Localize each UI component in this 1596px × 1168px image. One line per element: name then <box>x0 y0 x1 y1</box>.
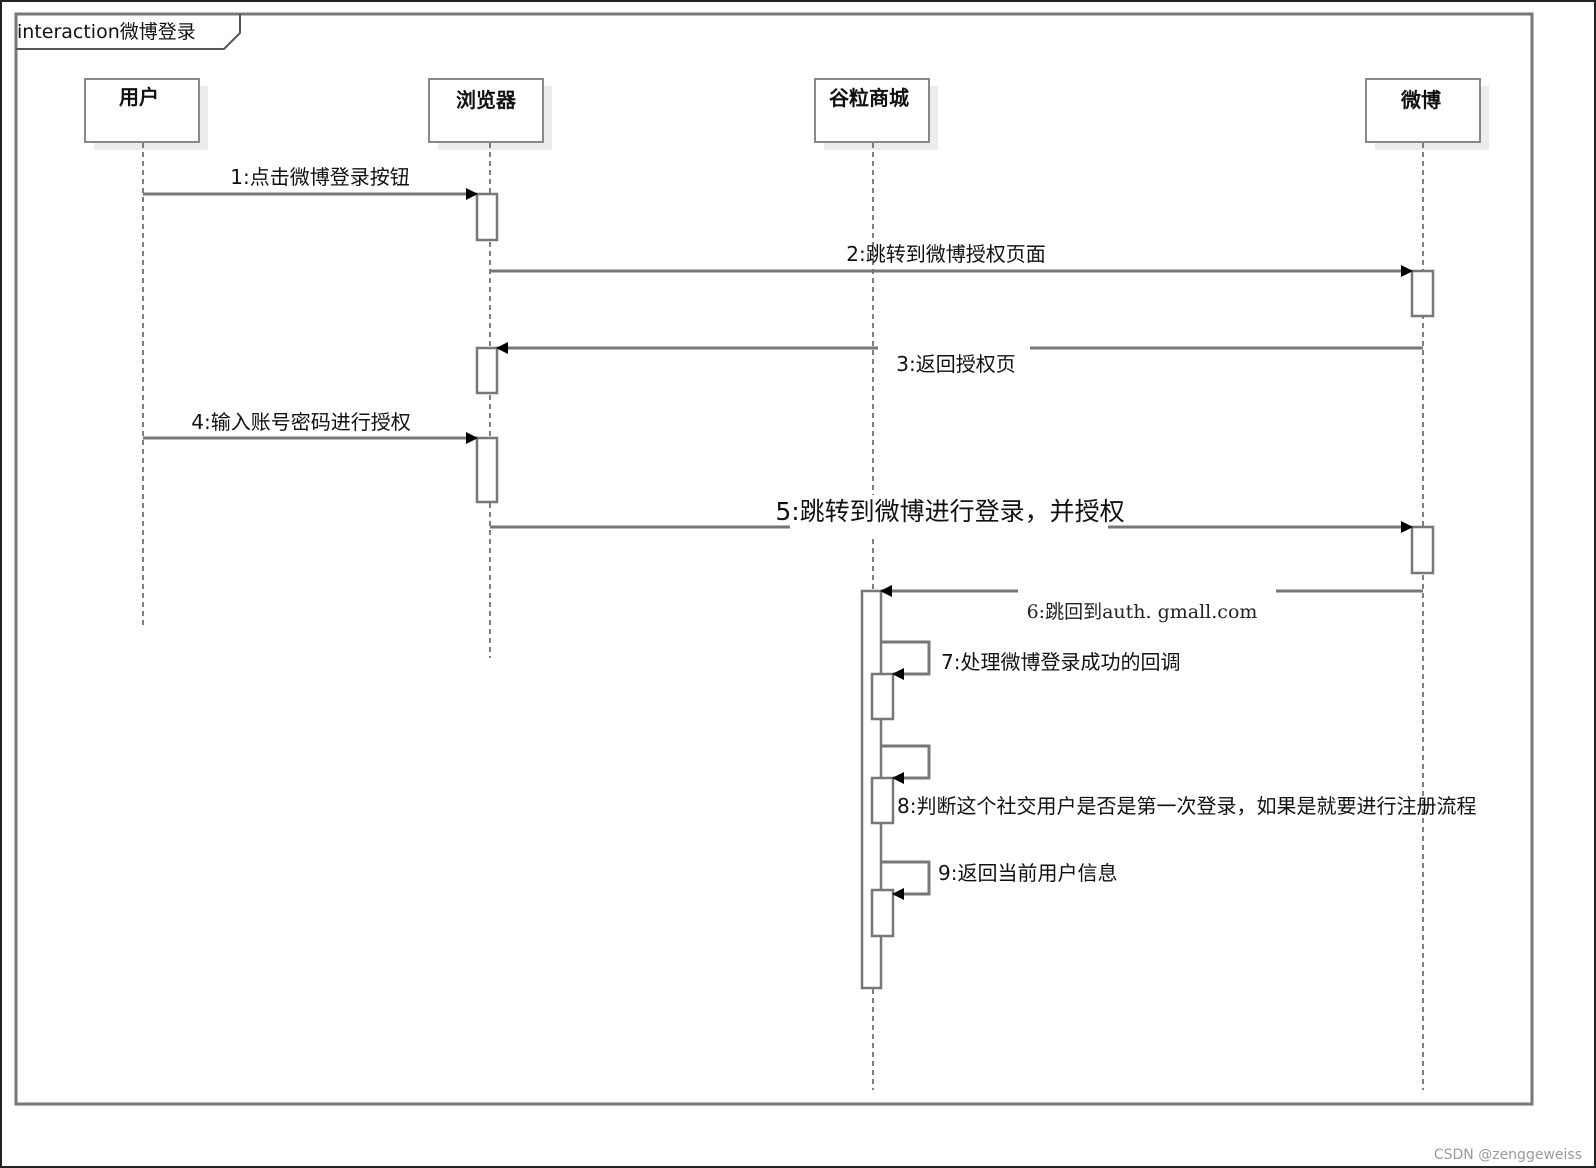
message-label: 7:处理微博登录成功的回调 <box>941 650 1180 674</box>
message-7: 7:处理微博登录成功的回调 <box>881 640 1180 680</box>
frame-title: interaction微博登录 <box>17 21 196 43</box>
message-label: 3:返回授权页 <box>896 352 1015 376</box>
self-message-arrow <box>881 744 931 784</box>
participant-user: 用户 <box>84 78 208 150</box>
activation-bar <box>1410 269 1435 318</box>
participant-weibo-label: 微博 <box>1400 88 1441 112</box>
activation-bar <box>475 346 499 395</box>
message-label: 6:跳回到auth. gmall.com <box>1027 601 1258 623</box>
watermark: CSDN @zenggeweiss <box>1434 1147 1582 1163</box>
message-2: 2:跳转到微博授权页面 <box>490 242 1413 277</box>
self-message-arrow <box>881 640 931 680</box>
message-1: 1:点击微博登录按钮 <box>143 165 478 200</box>
activation-bar <box>870 776 895 825</box>
interaction-frame <box>14 12 1534 1106</box>
participant-user-label: 用户 <box>119 85 159 109</box>
participant-box <box>814 78 930 143</box>
message-9: 9:返回当前用户信息 <box>881 860 1117 900</box>
message-3: 3:返回授权页 <box>496 342 1423 378</box>
participant-browser: 浏览器 <box>428 78 552 150</box>
activation-bar <box>1410 525 1435 575</box>
message-8: 8:判断这个社交用户是否是第一次登录，如果是就要进行注册流程 <box>881 744 1476 818</box>
message-label: 9:返回当前用户信息 <box>938 861 1117 885</box>
message-label: 4:输入账号密码进行授权 <box>191 410 410 434</box>
participant-mall: 谷粒商城 <box>814 78 938 150</box>
message-label: 5:跳转到微博进行登录，并授权 <box>775 497 1124 526</box>
activation-bar <box>870 672 895 721</box>
frame-title-tab <box>16 14 241 50</box>
activation-bar <box>475 436 499 504</box>
participant-browser-label: 浏览器 <box>456 88 517 112</box>
participant-mall-label: 谷粒商城 <box>829 86 909 110</box>
message-6: 6:跳回到auth. gmall.com <box>880 585 1423 627</box>
message-label: 2:跳转到微博授权页面 <box>846 242 1045 266</box>
message-label-background <box>176 410 430 434</box>
message-label: 8:判断这个社交用户是否是第一次登录，如果是就要进行注册流程 <box>897 794 1476 818</box>
message-5: 5:跳转到微博进行登录，并授权 <box>490 495 1413 537</box>
participant-box <box>428 78 544 143</box>
message-label-background <box>790 495 1108 537</box>
message-label-background <box>878 342 1030 378</box>
activation-bar <box>870 888 895 938</box>
participant-box <box>1365 78 1481 143</box>
message-4: 4:输入账号密码进行授权 <box>143 410 478 444</box>
self-message-arrow <box>881 860 931 900</box>
participant-weibo: 微博 <box>1365 78 1489 150</box>
message-label-background <box>1018 585 1276 627</box>
message-label: 1:点击微博登录按钮 <box>230 165 409 189</box>
activation-bar <box>475 192 499 242</box>
participant-box <box>84 78 200 143</box>
